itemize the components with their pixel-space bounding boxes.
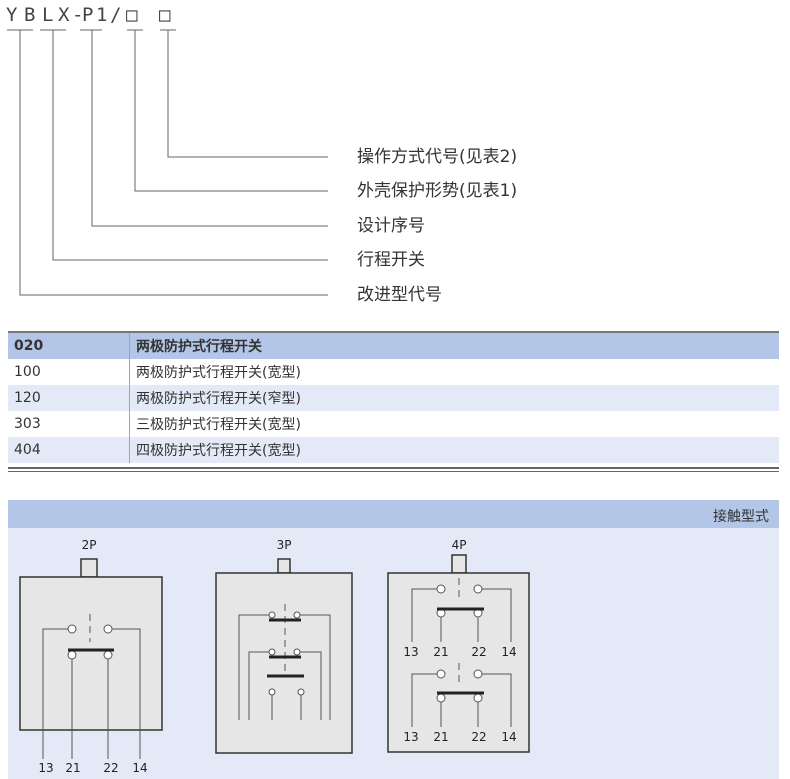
divider bbox=[8, 467, 779, 469]
terminal-label: 21 bbox=[433, 730, 448, 744]
code-char: X bbox=[58, 4, 70, 26]
code-char: □ bbox=[126, 4, 138, 26]
code-char: L bbox=[42, 4, 54, 26]
legend-item: 行程开关 bbox=[357, 250, 425, 270]
4p-actuator bbox=[451, 554, 467, 574]
legend-item: 设计序号 bbox=[357, 216, 425, 236]
terminal-label: 13 bbox=[403, 645, 418, 659]
terminal-label: 13 bbox=[403, 730, 418, 744]
panel-title: 接触型式 bbox=[713, 509, 769, 525]
terminal-label: 21 bbox=[65, 761, 80, 775]
terminal-label: 21 bbox=[433, 645, 448, 659]
terminal-label: 22 bbox=[103, 761, 118, 775]
2p-body bbox=[19, 576, 163, 731]
legend-item: 外壳保护形势(见表1) bbox=[357, 181, 518, 201]
code-char: Y bbox=[6, 4, 18, 26]
terminal-label: 14 bbox=[501, 645, 516, 659]
code-char: □ bbox=[159, 4, 171, 26]
diagram-label: 4P bbox=[452, 538, 467, 552]
terminal-label: 14 bbox=[132, 761, 147, 775]
diagram-label: 2P bbox=[82, 538, 97, 552]
panel-header: 接触型式 bbox=[8, 500, 779, 528]
header-code: 020 bbox=[8, 331, 130, 359]
3p-body bbox=[215, 572, 353, 754]
terminal-label: 13 bbox=[38, 761, 53, 775]
4p-body bbox=[387, 572, 530, 753]
divider bbox=[8, 471, 779, 472]
3p-actuator bbox=[277, 558, 291, 574]
diagram-label: 3P bbox=[277, 538, 292, 552]
terminal-label: 14 bbox=[501, 730, 516, 744]
code-char: / bbox=[110, 4, 122, 26]
legend-item: 改进型代号 bbox=[357, 285, 442, 305]
code-char: - bbox=[72, 4, 84, 26]
code-char: P bbox=[82, 4, 94, 26]
header-desc: 两极防护式行程开关 bbox=[129, 331, 779, 359]
code-char: B bbox=[24, 4, 36, 26]
terminal-label: 22 bbox=[471, 645, 486, 659]
legend-item: 操作方式代号(见表2) bbox=[357, 147, 518, 167]
2p-actuator bbox=[80, 558, 98, 578]
code-char: 1 bbox=[96, 4, 108, 26]
terminal-label: 22 bbox=[471, 730, 486, 744]
